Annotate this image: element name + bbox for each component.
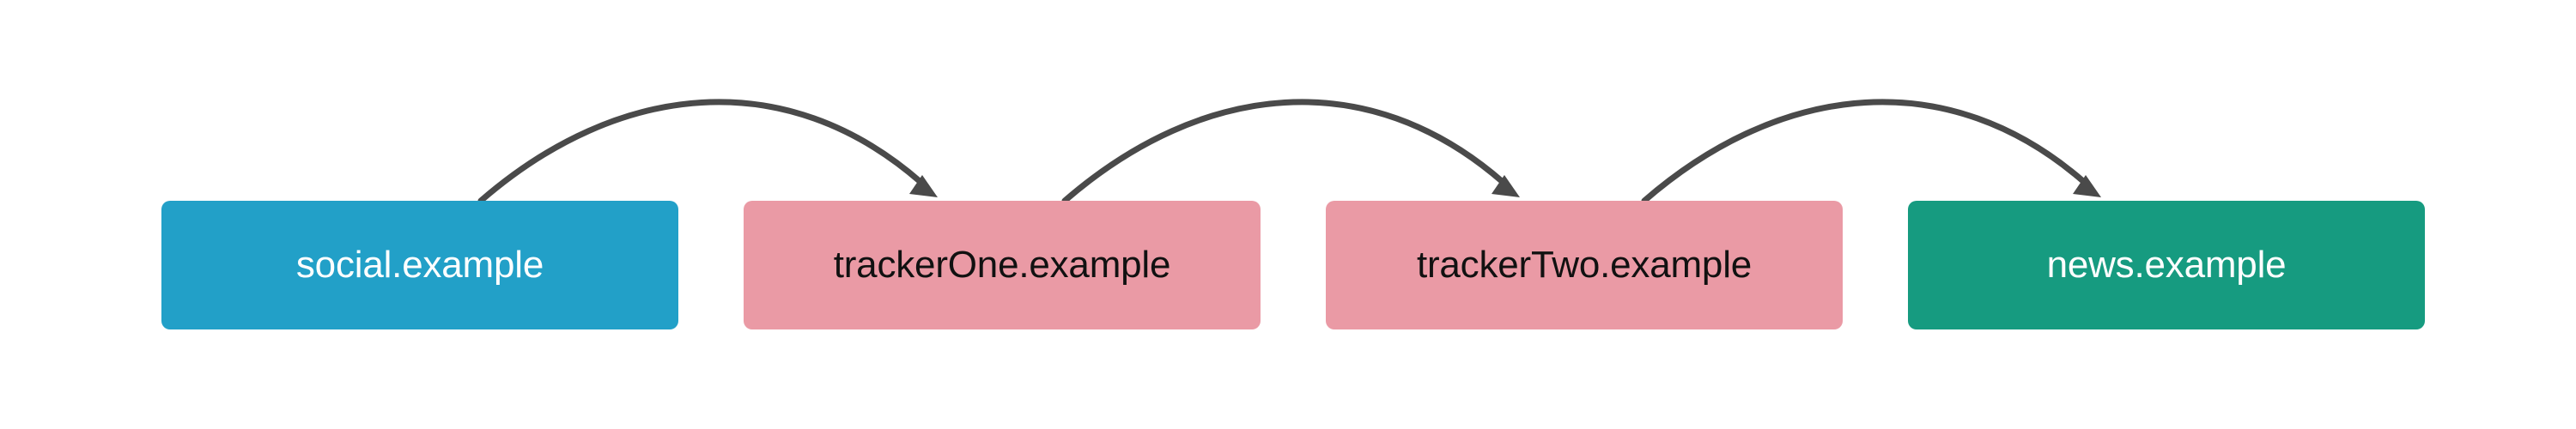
node-trackerone-example: trackerOne.example (744, 201, 1261, 329)
arrowhead-icon (909, 175, 938, 197)
arrowhead-icon (1492, 175, 1520, 197)
node-social-example: social.example (161, 201, 678, 329)
arrow-path (1641, 99, 2087, 204)
node-label: trackerOne.example (833, 244, 1171, 286)
arrow-trackerone-to-trackertwo (1061, 99, 1520, 204)
node-label: trackerTwo.example (1416, 244, 1753, 286)
arrowhead-icon (2073, 175, 2101, 197)
node-news-example: news.example (1908, 201, 2425, 329)
arrow-trackertwo-to-news (1641, 99, 2101, 204)
node-trackertwo-example: trackerTwo.example (1326, 201, 1843, 329)
node-label: social.example (295, 244, 544, 286)
arrow-path (1061, 99, 1506, 204)
arrow-path (477, 99, 924, 204)
arrow-social-to-trackerone (477, 99, 938, 204)
node-label: news.example (2046, 244, 2287, 286)
